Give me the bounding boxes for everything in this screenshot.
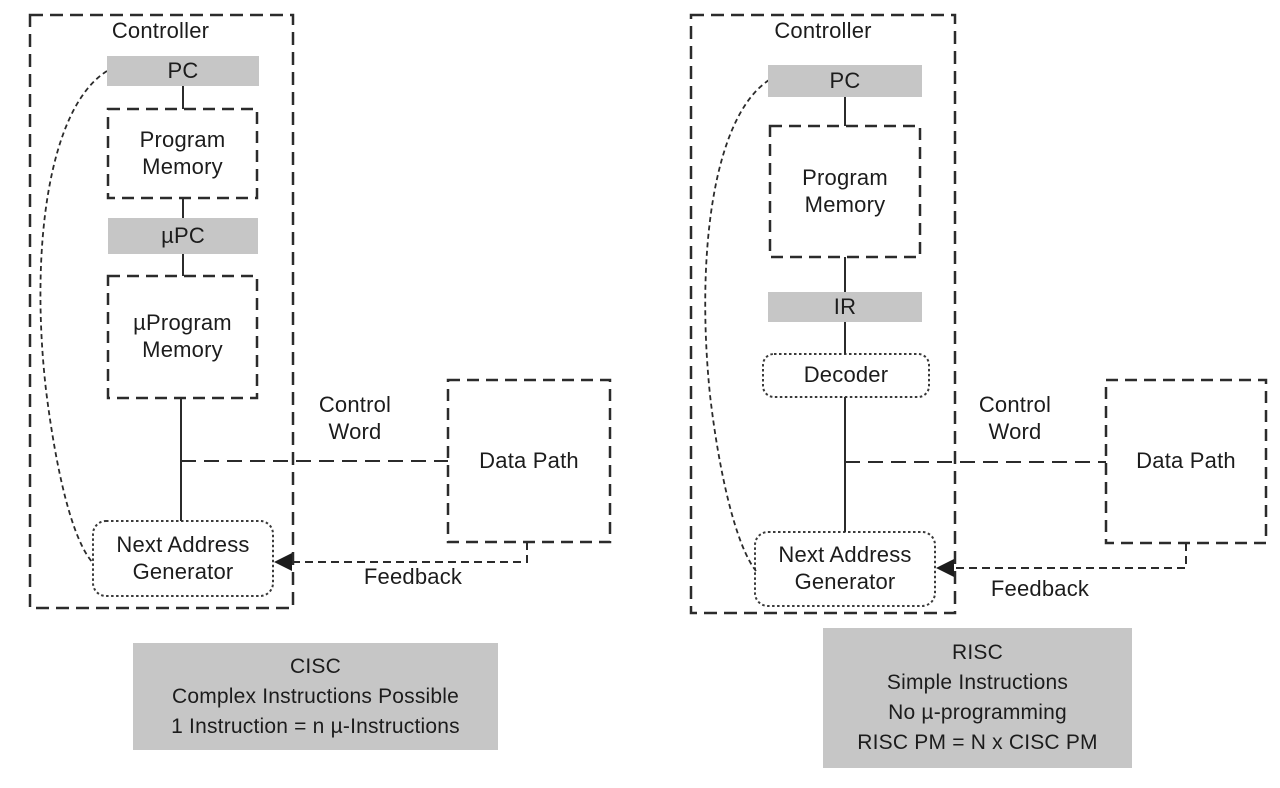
risc-data-path-label: Data Path xyxy=(1136,448,1236,474)
cisc-next-address-generator-label: Next Address Generator xyxy=(116,531,250,584)
risc-return-curve xyxy=(704,79,770,572)
risc-decoder-label: Decoder xyxy=(803,362,889,388)
cisc-controller-label: Controller xyxy=(111,17,210,43)
cisc-feedback-line xyxy=(292,542,528,563)
cisc-upc-register: µPC xyxy=(108,218,258,254)
risc-summary-line: Simple Instructions xyxy=(886,671,1069,694)
risc-summary-box: RISC Simple Instructions No µ-programmin… xyxy=(823,628,1132,768)
risc-pc-register: PC xyxy=(768,65,922,97)
cisc-summary-title: CISC xyxy=(290,654,341,678)
cisc-data-path-box xyxy=(446,378,612,544)
risc-feedback-label: Feedback xyxy=(990,575,1090,601)
risc-summary-title: RISC xyxy=(952,641,1003,664)
risc-program-memory-box xyxy=(768,124,922,259)
risc-data-path-box xyxy=(1104,378,1268,545)
cisc-vertical-connectors xyxy=(180,86,184,521)
risc-controller-box xyxy=(689,13,957,615)
risc-controller-label: Controller xyxy=(774,17,872,43)
cisc-controller-box xyxy=(28,13,295,610)
cisc-summary-line: Complex Instructions Possible xyxy=(171,684,460,708)
risc-summary-line: No µ-programming xyxy=(888,701,1067,724)
cisc-summary-line: 1 Instruction = n µ-Instructions xyxy=(171,714,460,738)
risc-ir-register: IR xyxy=(768,292,922,322)
risc-feedback-arrowhead xyxy=(936,559,954,577)
risc-summary-line: RISC PM = N x CISC PM xyxy=(857,731,1098,754)
cisc-data-path-label: Data Path xyxy=(479,447,579,473)
cisc-return-curve xyxy=(39,70,108,564)
cisc-feedback-label: Feedback xyxy=(363,563,463,589)
risc-control-word-label: Control Word xyxy=(978,392,1052,444)
cisc-control-word-label: Control Word xyxy=(318,392,392,444)
cisc-program-memory-label: Program Memory xyxy=(139,126,226,179)
cisc-uprogram-memory-label: µProgram Memory xyxy=(133,310,232,362)
risc-program-memory-label: Program Memory xyxy=(802,164,888,217)
cisc-feedback-arrowhead xyxy=(274,553,292,571)
cisc-summary-box: CISC Complex Instructions Possible 1 Ins… xyxy=(133,643,498,750)
cisc-pc-register: PC xyxy=(107,56,259,86)
cisc-uprogram-memory-box xyxy=(106,274,259,400)
risc-next-address-generator-label: Next Address Generator xyxy=(778,542,912,594)
cisc-next-address-generator-box xyxy=(92,520,274,597)
risc-feedback-line xyxy=(954,543,1187,569)
